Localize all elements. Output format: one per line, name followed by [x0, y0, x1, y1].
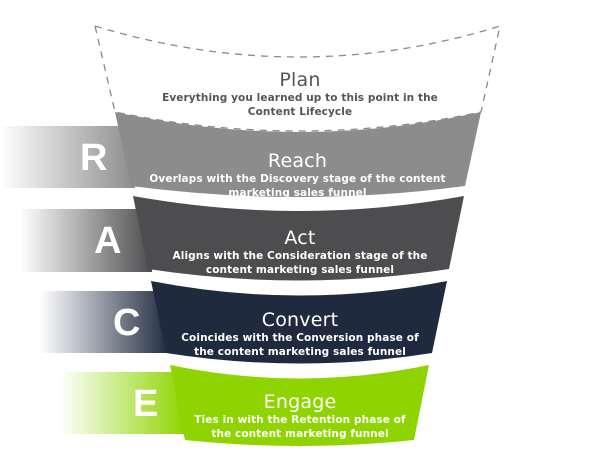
- tab-c: [40, 291, 170, 353]
- stage-title: Convert: [261, 309, 339, 331]
- stage-desc-line2: the content marketing sales funnel: [194, 346, 406, 358]
- band-act: [133, 196, 464, 281]
- stage-desc-line1: Overlaps with the Discovery stage of the…: [149, 173, 446, 185]
- stage-title: Reach: [267, 150, 328, 172]
- stage-act: Act Aligns with the Consideration stage …: [150, 227, 450, 277]
- stage-desc-line2: the content marketing funnel: [211, 428, 389, 440]
- letter-r: R: [80, 137, 108, 179]
- stage-plan: Plan Everything you learned up to this p…: [140, 69, 460, 119]
- stage-desc-line2: content marketing sales funnel: [205, 264, 395, 276]
- tab-a: [20, 209, 152, 272]
- letter-e: E: [133, 383, 159, 425]
- stage-desc-line1: Ties in with the Retention phase of: [194, 414, 406, 426]
- stage-desc-line1: Coincides with the Conversion phase of: [181, 332, 419, 344]
- stage-reach: Reach Overlaps with the Discovery stage …: [135, 150, 460, 200]
- stage-desc-line1: Aligns with the Consideration stage of t…: [172, 250, 428, 262]
- stage-title: Plan: [279, 69, 321, 91]
- band-reach: [115, 112, 481, 197]
- band-plan: [94, 25, 501, 132]
- stage-convert: Convert Coincides with the Conversion ph…: [165, 309, 435, 359]
- letter-c: C: [113, 302, 141, 344]
- band-engage: [170, 365, 429, 446]
- tab-r: [0, 126, 135, 188]
- stage-engage: Engage Ties in with the Retention phase …: [180, 391, 420, 441]
- band-convert: [151, 281, 447, 364]
- stage-desc-line2: Content Lifecycle: [247, 106, 353, 118]
- stage-title: Engage: [263, 391, 337, 413]
- letter-a: A: [94, 220, 122, 262]
- stage-title: Act: [284, 227, 316, 249]
- stage-desc-line1: Everything you learned up to this point …: [162, 92, 438, 104]
- tab-e: [60, 372, 185, 434]
- stage-desc-line2: marketing sales funnel: [228, 187, 367, 199]
